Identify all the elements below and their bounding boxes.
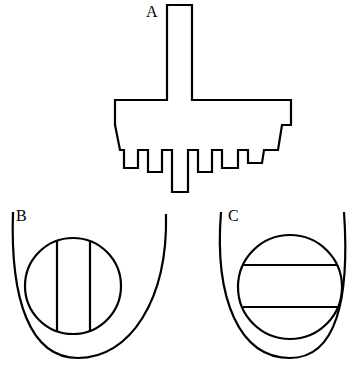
horizontal-line — [243, 306, 337, 308]
figure-label: B — [16, 208, 27, 224]
horizontal-line — [243, 264, 337, 266]
vertical-line — [56, 241, 58, 331]
figure-label: C — [228, 208, 239, 224]
circle-vertical — [25, 238, 121, 334]
cup-outline — [220, 212, 345, 358]
rake-tool — [115, 5, 291, 192]
vertical-line — [89, 241, 91, 331]
figure-label: A — [146, 4, 158, 20]
circle-horizontal — [238, 235, 342, 339]
cup-outline — [13, 212, 166, 358]
